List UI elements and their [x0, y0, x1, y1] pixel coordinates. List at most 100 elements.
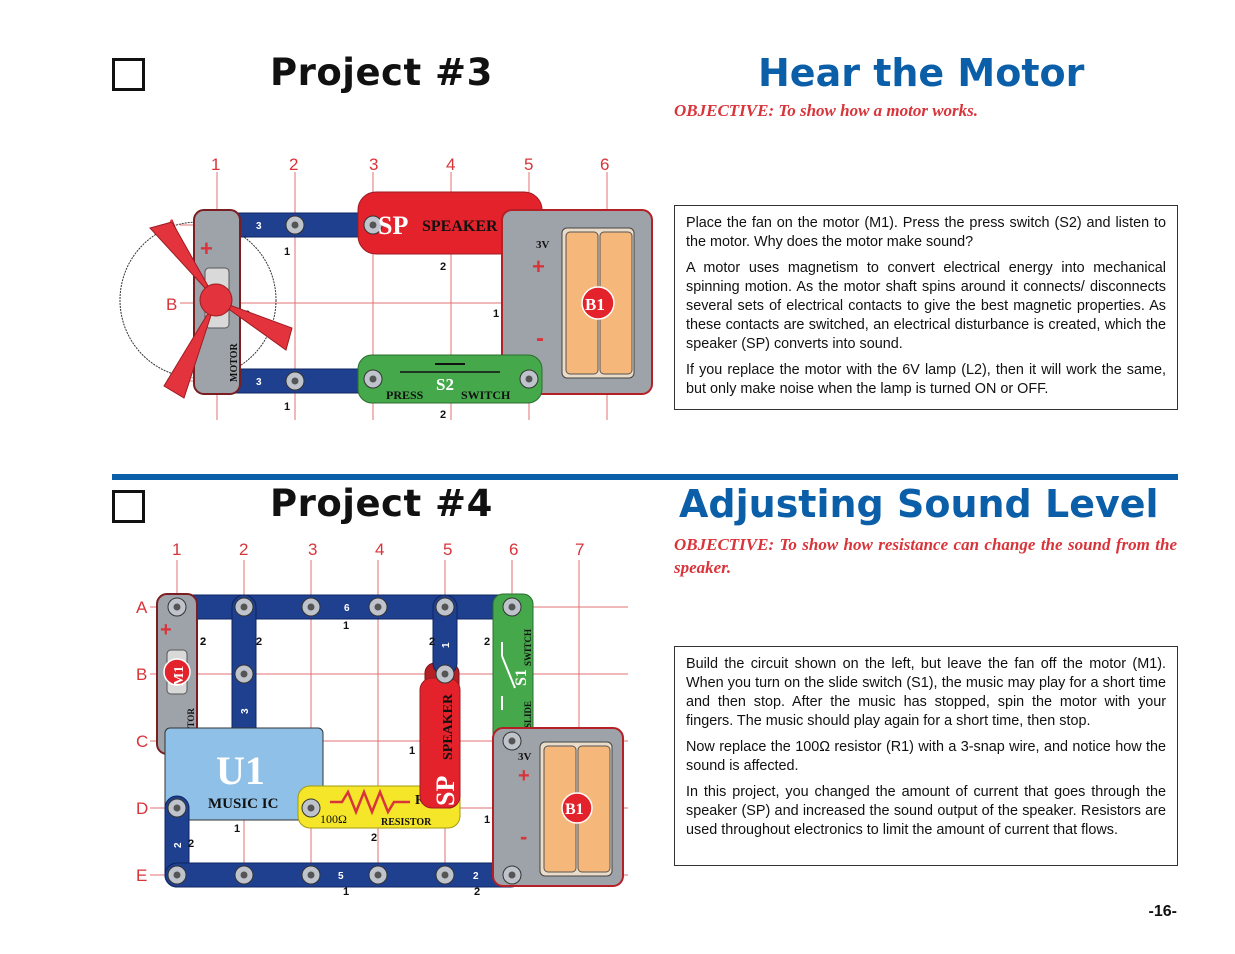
- snap-label: 6: [344, 603, 350, 614]
- motor-plus: +: [160, 619, 172, 641]
- battery-minus: -: [520, 824, 527, 849]
- project3-checkbox[interactable]: [112, 58, 145, 91]
- switch-code: S1: [513, 669, 530, 686]
- snap-label: 1: [493, 308, 499, 320]
- snap-label: 3: [240, 708, 251, 714]
- speaker-label: SPEAKER: [422, 218, 498, 235]
- paragraph: In this project, you changed the amount …: [686, 784, 1166, 838]
- press-switch-s2: [357, 354, 543, 404]
- snap-label: 1: [343, 886, 349, 898]
- motor-code: M1: [172, 666, 187, 686]
- col-label-3: 3: [369, 155, 378, 174]
- row-label-e: E: [136, 866, 147, 885]
- switch-label-a: SLIDE: [523, 701, 533, 728]
- snap-label: 2: [173, 842, 184, 848]
- speaker-label: SPEAKER: [441, 693, 456, 760]
- col-label-4: 4: [375, 540, 384, 559]
- row-label-b: B: [166, 295, 177, 314]
- col-label-3: 3: [308, 540, 317, 559]
- motor-label: MOTOR: [186, 708, 196, 743]
- switch-label-b: SWITCH: [523, 629, 533, 666]
- fan-blades: [149, 221, 293, 399]
- snap-label: 2: [200, 636, 206, 648]
- col-label-2: 2: [239, 540, 248, 559]
- motor-label: MOTOR: [229, 343, 240, 382]
- snap-label: 2: [474, 886, 480, 898]
- project3-title: Hear the Motor: [758, 51, 1085, 95]
- col-label-1: 1: [211, 155, 220, 174]
- snap-label: 2: [429, 636, 435, 648]
- project4-title: Adjusting Sound Level: [679, 482, 1159, 526]
- snap-label: 2: [200, 636, 206, 648]
- paragraph: Place the fan on the motor (M1). Press t…: [686, 215, 1166, 250]
- music-ic-u1: [164, 727, 324, 821]
- snap-label: 2: [484, 636, 490, 648]
- project3-description: Place the fan on the motor (M1). Press t…: [674, 205, 1178, 410]
- paragraph: If you replace the motor with the 6V lam…: [686, 362, 1166, 397]
- snap-label: 2: [473, 871, 479, 882]
- row-label-b: B: [136, 665, 147, 684]
- snap-label: 2: [440, 409, 446, 421]
- col-label-5: 5: [443, 540, 452, 559]
- paragraph: Build the circuit shown on the left, but…: [686, 656, 1166, 729]
- snap-label: 5: [338, 871, 344, 882]
- row-label-d: D: [136, 799, 148, 818]
- battery-b1: [492, 727, 624, 887]
- snap-label: 2: [188, 838, 194, 850]
- battery-code: B1: [585, 295, 605, 314]
- project4-description: Build the circuit shown on the left, but…: [674, 646, 1178, 866]
- snap-label: 1: [234, 823, 240, 835]
- battery-b1: [501, 209, 653, 395]
- page-number: -16-: [1148, 903, 1177, 920]
- project4-number: Project #4: [270, 482, 493, 525]
- section-divider: [112, 474, 1178, 480]
- paragraph: Now replace the 100Ω resistor (R1) with …: [686, 739, 1166, 774]
- row-label-a: A: [136, 598, 148, 617]
- snap-label: 3: [256, 377, 262, 388]
- battery-voltage: 3V: [518, 751, 532, 763]
- wire-row-e: [164, 862, 524, 888]
- paragraph: A motor uses magnetism to convert electr…: [686, 260, 1166, 352]
- speaker-code: SP: [431, 776, 460, 806]
- col-label-5: 5: [524, 155, 533, 174]
- project3-number: Project #3: [270, 51, 493, 94]
- col-label-7: 7: [575, 540, 584, 559]
- col-label-6: 6: [600, 155, 609, 174]
- snap-label: 1: [409, 745, 415, 757]
- snap-label: 3: [256, 221, 262, 232]
- battery-code: B1: [565, 801, 584, 818]
- resistor-value: 100Ω: [320, 812, 347, 826]
- motor-plus: +: [200, 236, 213, 261]
- snap-label: 1: [441, 642, 452, 648]
- col-label-1: 1: [172, 540, 181, 559]
- col-label-2: 2: [289, 155, 298, 174]
- snap-label: 2: [371, 832, 377, 844]
- snap-label: 1: [484, 814, 490, 826]
- battery-plus: +: [532, 254, 545, 279]
- project4-objective: OBJECTIVE: To show how resistance can ch…: [674, 535, 1177, 577]
- col-label-4: 4: [446, 155, 455, 174]
- project3-circuit-diagram: 1 2 3 4 5 6 A B C 3 1 3 1 + 2 MOTOR: [119, 155, 653, 421]
- switch-label-right: SWITCH: [461, 388, 511, 402]
- snap-label: 1: [284, 246, 290, 258]
- snap-label: 1: [343, 620, 349, 632]
- switch-label-left: PRESS: [386, 388, 424, 402]
- snap-label: 2: [440, 261, 446, 273]
- battery-plus: +: [518, 765, 530, 787]
- ic-code: U1: [216, 748, 265, 793]
- battery-voltage: 3V: [536, 239, 550, 251]
- speaker-code: SP: [378, 211, 408, 240]
- project3-objective: OBJECTIVE: To show how a motor works.: [674, 101, 979, 120]
- project4-circuit-diagram: 1 2 3 4 5 6 7 A B C D E 6 1 2 2 3 + M1 M…: [136, 540, 628, 898]
- speaker-sp: [419, 594, 461, 809]
- resistor-r1: [297, 785, 461, 829]
- snap-label: 2: [256, 636, 262, 648]
- ic-label: MUSIC IC: [208, 796, 278, 812]
- snap-label: 1: [284, 401, 290, 413]
- switch-code: S2: [436, 375, 454, 394]
- resistor-label: RESISTOR: [381, 817, 432, 828]
- battery-minus: -: [536, 325, 544, 352]
- row-label-c: C: [136, 732, 148, 751]
- project4-checkbox[interactable]: [112, 490, 145, 523]
- col-label-6: 6: [509, 540, 518, 559]
